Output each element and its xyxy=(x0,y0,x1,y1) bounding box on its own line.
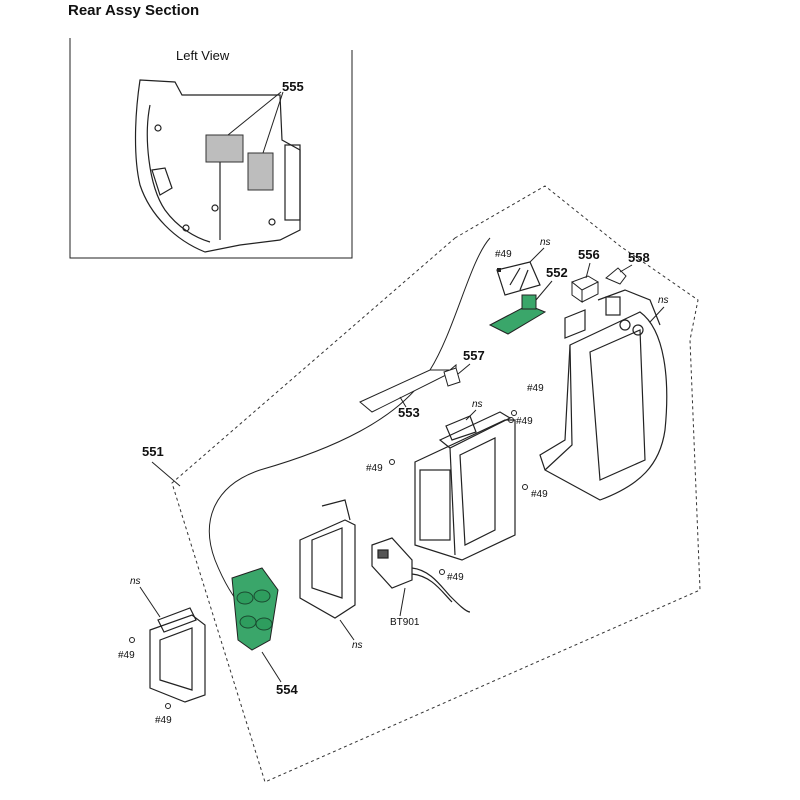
screw-label-top: #49 xyxy=(495,249,512,260)
cable-553 xyxy=(359,363,457,413)
ns-top-bracket: ns xyxy=(540,237,551,248)
center-frame xyxy=(414,411,516,561)
part-558-label: 558 xyxy=(628,250,650,265)
screw-label-bottom: #49 xyxy=(155,715,172,726)
flex-cable xyxy=(208,237,491,611)
left-view-sheet-1 xyxy=(205,134,244,163)
capacitors xyxy=(236,589,273,631)
part-557-label: 557 xyxy=(463,348,485,363)
part-557 xyxy=(443,367,461,387)
part-552-label: 552 xyxy=(546,265,568,280)
inset-frame xyxy=(69,38,353,259)
top-bracket xyxy=(496,261,541,296)
left-view-body xyxy=(134,79,301,253)
screw-label-left: #49 xyxy=(366,463,383,474)
ns-left-bracket: ns xyxy=(130,576,141,587)
screw-label-left-bracket: #49 xyxy=(118,650,135,661)
bt901-holder xyxy=(371,537,471,613)
part-553-label: 553 xyxy=(398,405,420,420)
bt901-label: BT901 xyxy=(390,617,420,628)
screw-label-right: #49 xyxy=(516,416,533,427)
left-bracket xyxy=(149,607,206,703)
part-551-label: 551 xyxy=(142,444,164,459)
screw-label-mid-right: #49 xyxy=(531,489,548,500)
ns-center: ns xyxy=(472,399,483,410)
screw-label-bottom-center: #49 xyxy=(447,572,464,583)
board-552 xyxy=(488,304,547,335)
inset-caption: Left View xyxy=(176,48,230,63)
part-556-label: 556 xyxy=(578,247,600,262)
ns-cabinet: ns xyxy=(658,295,669,306)
screw-label-upper-right: #49 xyxy=(527,383,544,394)
clip-558 xyxy=(605,267,627,285)
rear-cabinet xyxy=(539,289,668,501)
page-title: Rear Assy Section xyxy=(68,2,200,19)
board-554 xyxy=(231,567,279,651)
part-555-label: 555 xyxy=(282,79,304,94)
shield-plate xyxy=(299,499,356,619)
left-view-sheet-2 xyxy=(247,152,274,191)
pad-556 xyxy=(571,275,600,303)
part-554-label: 554 xyxy=(276,682,298,697)
ns-shield: ns xyxy=(352,640,363,651)
